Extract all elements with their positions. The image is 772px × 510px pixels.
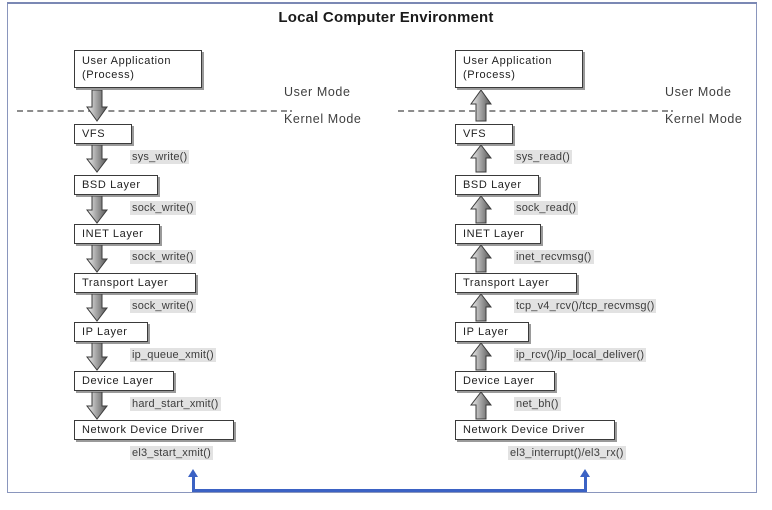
right-call-label-1: sys_read()	[514, 150, 572, 164]
right-box-vfs: VFS	[455, 124, 513, 144]
right-box-transport-layer: Transport Layer	[455, 273, 577, 293]
left-call-label-2: sock_write()	[130, 201, 196, 215]
left-driver-call-label: el3_start_xmit()	[130, 446, 213, 460]
right-arrow-up-2	[469, 144, 493, 175]
left-call-label-3: sock_write()	[130, 250, 196, 264]
left-arrow-down-3	[85, 195, 109, 226]
left-call-label-5: ip_queue_xmit()	[130, 348, 216, 362]
right-arrow-up-1	[470, 89, 492, 122]
network-connector-right-riser	[584, 477, 587, 491]
left-box-device-layer: Device Layer	[74, 371, 174, 391]
left-box-ip-layer: IP Layer	[74, 322, 148, 342]
left-box-network-device-driver: Network Device Driver	[74, 420, 234, 440]
right-arrow-up-5	[469, 293, 493, 324]
left-box-vfs: VFS	[74, 124, 132, 144]
left-arrow-down-7	[85, 391, 109, 422]
page-title: Local Computer Environment	[278, 9, 494, 26]
left-arrow-down-5	[85, 293, 109, 324]
right-call-label-5: ip_rcv()/ip_local_deliver()	[514, 348, 647, 362]
right-box-network-device-driver: Network Device Driver	[455, 420, 615, 440]
right-mode-divider	[398, 110, 668, 112]
left-box-user-application-line1: User Application	[82, 55, 172, 67]
right-user-mode-label: User Mode	[665, 85, 732, 99]
left-call-label-6: hard_start_xmit()	[130, 397, 221, 411]
left-box-user-application-line2: (Process)	[82, 69, 135, 81]
right-box-inet-layer: INET Layer	[455, 224, 541, 244]
right-driver-call-label: el3_interrupt()/el3_rx()	[508, 446, 626, 460]
network-connector-right-arrowhead	[580, 469, 590, 477]
left-box-user-application: User Application (Process)	[74, 50, 202, 88]
right-call-label-6: net_bh()	[514, 397, 561, 411]
left-mode-divider-dot	[290, 110, 292, 112]
right-box-user-application: User Application (Process)	[455, 50, 583, 88]
right-call-label-3: inet_recvmsg()	[514, 250, 594, 264]
left-arrow-down-4	[85, 244, 109, 275]
left-kernel-mode-label: Kernel Mode	[284, 112, 362, 126]
left-arrow-down-6	[85, 342, 109, 373]
right-arrow-up-3	[469, 195, 493, 226]
right-box-user-application-line1: User Application	[463, 55, 553, 67]
right-box-ip-layer: IP Layer	[455, 322, 529, 342]
right-kernel-mode-label: Kernel Mode	[665, 112, 743, 126]
right-call-label-2: sock_read()	[514, 201, 579, 215]
left-box-inet-layer: INET Layer	[74, 224, 160, 244]
network-connector-line	[192, 489, 587, 492]
left-call-label-4: sock_write()	[130, 299, 196, 313]
left-call-label-1: sys_write()	[130, 150, 190, 164]
right-mode-divider-dot	[671, 110, 673, 112]
left-mode-divider	[17, 110, 287, 112]
right-box-user-application-line2: (Process)	[463, 69, 516, 81]
left-box-bsd-layer: BSD Layer	[74, 175, 158, 195]
right-box-device-layer: Device Layer	[455, 371, 555, 391]
left-box-transport-layer: Transport Layer	[74, 273, 196, 293]
left-arrow-down-2	[85, 144, 109, 175]
right-call-label-4: tcp_v4_rcv()/tcp_recvmsg()	[514, 299, 657, 313]
right-arrow-up-4	[469, 244, 493, 275]
right-arrow-up-6	[469, 342, 493, 373]
frame-top-accent	[7, 2, 757, 4]
network-connector-left-arrowhead	[188, 469, 198, 477]
right-box-bsd-layer: BSD Layer	[455, 175, 539, 195]
left-user-mode-label: User Mode	[284, 85, 351, 99]
left-arrow-down-1	[86, 89, 108, 122]
network-connector-left-riser	[192, 477, 195, 491]
right-arrow-up-7	[469, 391, 493, 422]
